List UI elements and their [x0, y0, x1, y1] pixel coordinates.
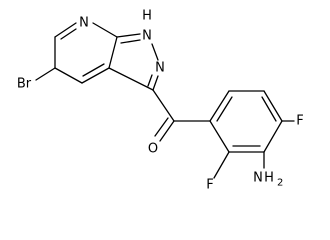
bond-c4-c5	[263, 120, 283, 153]
bond-n7-c6	[54, 22, 77, 38]
atom-f2: F	[206, 178, 213, 193]
bond-c4-c3a-inner	[82, 63, 105, 77]
bond-c6-c1	[209, 120, 230, 153]
atom-n2: N	[155, 61, 165, 76]
bond-n2-c3-inner	[147, 74, 153, 87]
atom-n7: N	[79, 16, 89, 31]
bond-c3-c4	[263, 90, 283, 122]
atom-br: Br	[17, 77, 32, 92]
atom-nh2-n: N	[253, 171, 263, 186]
amino-group: N H 2	[253, 171, 283, 189]
pyridine-ring	[54, 22, 118, 84]
bond-c7a-n7	[92, 22, 118, 38]
bond-c7a-n1	[116, 33, 141, 38]
bond-c3-carbonyl	[152, 89, 175, 122]
bond-n2-c3	[152, 75, 159, 91]
bond-c1-c2-inner	[216, 96, 233, 122]
bond-n1-n2	[151, 43, 159, 61]
bond-c6-f2	[213, 151, 230, 179]
bond-c3a-c7a	[108, 36, 118, 69]
atom-n1: N	[142, 29, 152, 44]
bond-c5-br	[35, 67, 56, 81]
bond-carbonyl-o-inner	[154, 117, 169, 137]
bond-c3-c4-inner	[261, 96, 277, 122]
molecule-structure: N N H N Br O F F N H 2	[17, 9, 304, 193]
atom-o: O	[148, 142, 158, 157]
pyrazole-ring	[108, 33, 159, 91]
carbonyl-group	[152, 89, 211, 142]
atom-h: H	[142, 9, 152, 24]
atom-nh2-h: H	[264, 171, 274, 186]
atom-f1: F	[296, 114, 303, 129]
bond-c7a-n1-inner	[120, 39, 141, 44]
bond-c1-c2	[209, 90, 230, 122]
bond-c3-c3a	[108, 67, 154, 91]
bond-c4-c3a	[81, 67, 110, 84]
benzene-ring	[209, 90, 283, 153]
bond-carbonyl-o	[159, 120, 175, 142]
bond-c5-c4	[54, 67, 83, 84]
atom-nh2-subscript: 2	[277, 178, 283, 189]
bond-n7-c6-inner	[60, 28, 77, 40]
